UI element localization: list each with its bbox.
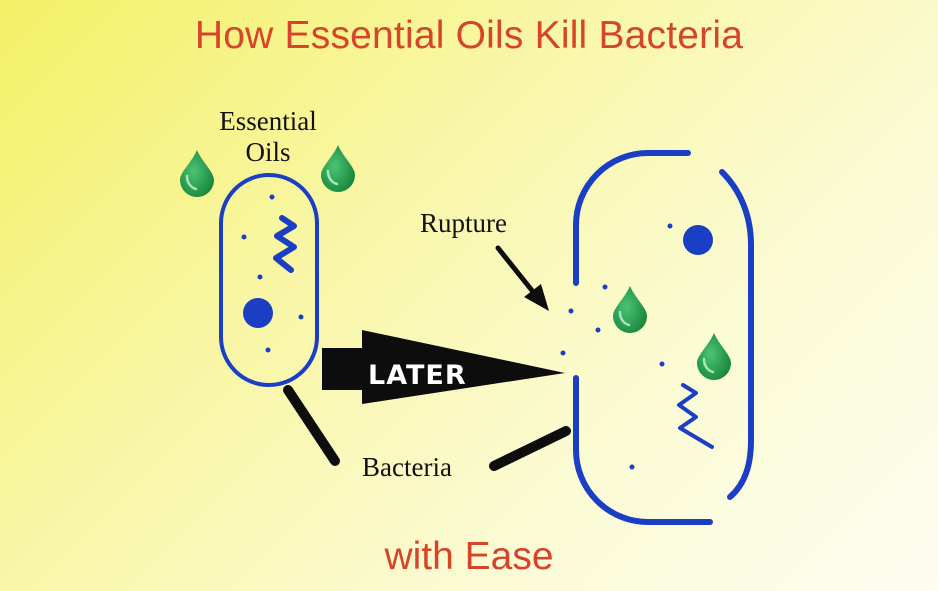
bacteria-label: Bacteria — [362, 452, 452, 482]
bacteria-pointer-right — [489, 426, 571, 471]
essential-oils-label-text: Essential Oils — [219, 106, 317, 167]
dna-strand-small-icon — [273, 215, 297, 273]
ruptured-bacterium — [560, 150, 754, 525]
diagram-title: How Essential Oils Kill Bacteria — [194, 14, 744, 57]
dna-strand-large-icon — [677, 383, 714, 449]
bacteria-pointer-left — [283, 385, 340, 466]
intact-bacterium — [219, 173, 319, 387]
rupture-label: Rupture — [420, 208, 507, 238]
nucleoid-small-icon — [243, 298, 273, 328]
oil-drop-left-icon — [180, 150, 214, 197]
oil-drop-inner-bottom-icon — [697, 333, 731, 380]
oil-drop-right-icon — [321, 145, 355, 192]
essential-oils-label: Essential Oils — [198, 106, 338, 168]
diagram-subtitle: with Ease — [384, 535, 554, 578]
nucleoid-large-icon — [683, 225, 713, 255]
oil-drop-inner-top-icon — [613, 286, 647, 333]
later-label: LATER — [368, 360, 467, 391]
rupture-pointer-arrow — [495, 245, 549, 311]
later-arrow: LATER — [322, 330, 565, 404]
